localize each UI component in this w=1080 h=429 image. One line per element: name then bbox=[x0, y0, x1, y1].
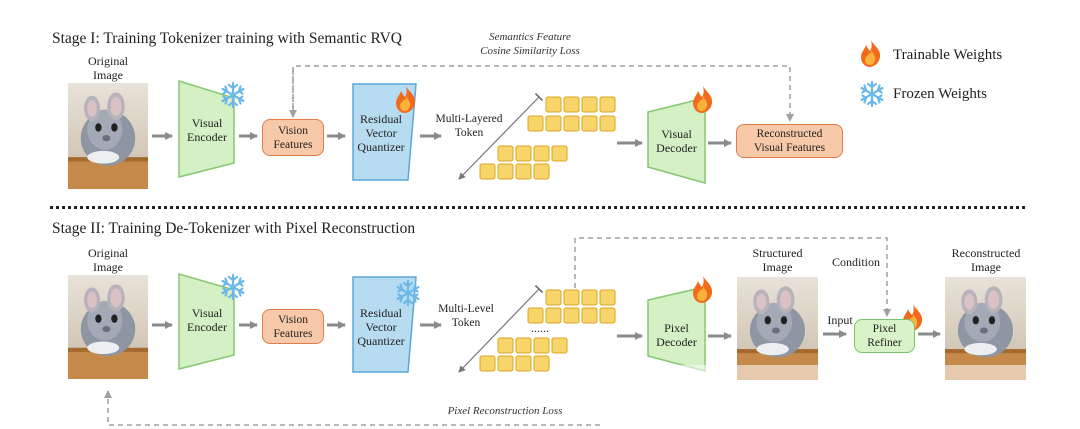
original-image-label: Original Image bbox=[88, 246, 128, 274]
pixel-loss-label: Pixel Reconstruction Loss bbox=[447, 405, 563, 417]
fire-icon bbox=[861, 40, 881, 67]
condition-label: Condition bbox=[831, 255, 880, 269]
legend-frozen: Frozen Weights bbox=[893, 86, 987, 102]
token-ellipsis: ...... bbox=[531, 321, 549, 335]
token-grid-lower bbox=[479, 145, 568, 180]
input-label: Input bbox=[827, 313, 853, 327]
structured-image-photo bbox=[737, 277, 818, 380]
stage-divider bbox=[50, 206, 1025, 209]
fire-icon bbox=[693, 276, 713, 303]
reconstructed-image-label: Reconstructed Image bbox=[951, 246, 1021, 274]
visual-encoder-shape bbox=[178, 273, 235, 370]
fire-icon bbox=[693, 86, 713, 113]
pixel-refiner-box: Pixel Refiner bbox=[854, 319, 915, 353]
visual-encoder-label: Visual Encoder bbox=[187, 306, 227, 334]
vision-features-box: Vision Features bbox=[262, 309, 324, 344]
stage2-title: Stage II: Training De-Tokenizer with Pix… bbox=[52, 220, 416, 237]
original-image-label: Original Image bbox=[88, 54, 128, 82]
rvq-label: Residual Vector Quantizer bbox=[357, 112, 405, 154]
vision-features-box: Vision Features bbox=[262, 119, 324, 156]
reconstructed-image-photo bbox=[945, 277, 1026, 380]
structured-image-label: Structured Image bbox=[752, 246, 803, 274]
visual-encoder-shape bbox=[178, 79, 235, 178]
reconstructed-features-box: Reconstructed Visual Features bbox=[736, 124, 843, 158]
tokens-label: Multi-Layered Token bbox=[435, 113, 503, 139]
original-image-photo bbox=[68, 275, 148, 379]
legend-trainable: Trainable Weights bbox=[893, 47, 1003, 63]
semantic-loss-label: Semantics Feature Cosine Similarity Loss bbox=[480, 31, 580, 57]
token-grid-lower bbox=[479, 337, 568, 372]
visual-decoder-shape bbox=[647, 97, 706, 184]
token-grid-upper bbox=[527, 96, 616, 132]
tokens-label: Multi-Level Token bbox=[438, 303, 494, 329]
original-image-photo bbox=[68, 83, 148, 189]
stage1-title: Stage I: Training Tokenizer training wit… bbox=[52, 30, 402, 47]
rvq-label: Residual Vector Quantizer bbox=[357, 306, 405, 348]
visual-decoder-label: Visual Decoder bbox=[656, 127, 697, 155]
snowflake-icon bbox=[860, 80, 884, 108]
visual-encoder-label: Visual Encoder bbox=[187, 116, 227, 144]
pixel-decoder-label: Pixel Decoder bbox=[656, 321, 697, 349]
token-grid-upper bbox=[527, 289, 616, 324]
